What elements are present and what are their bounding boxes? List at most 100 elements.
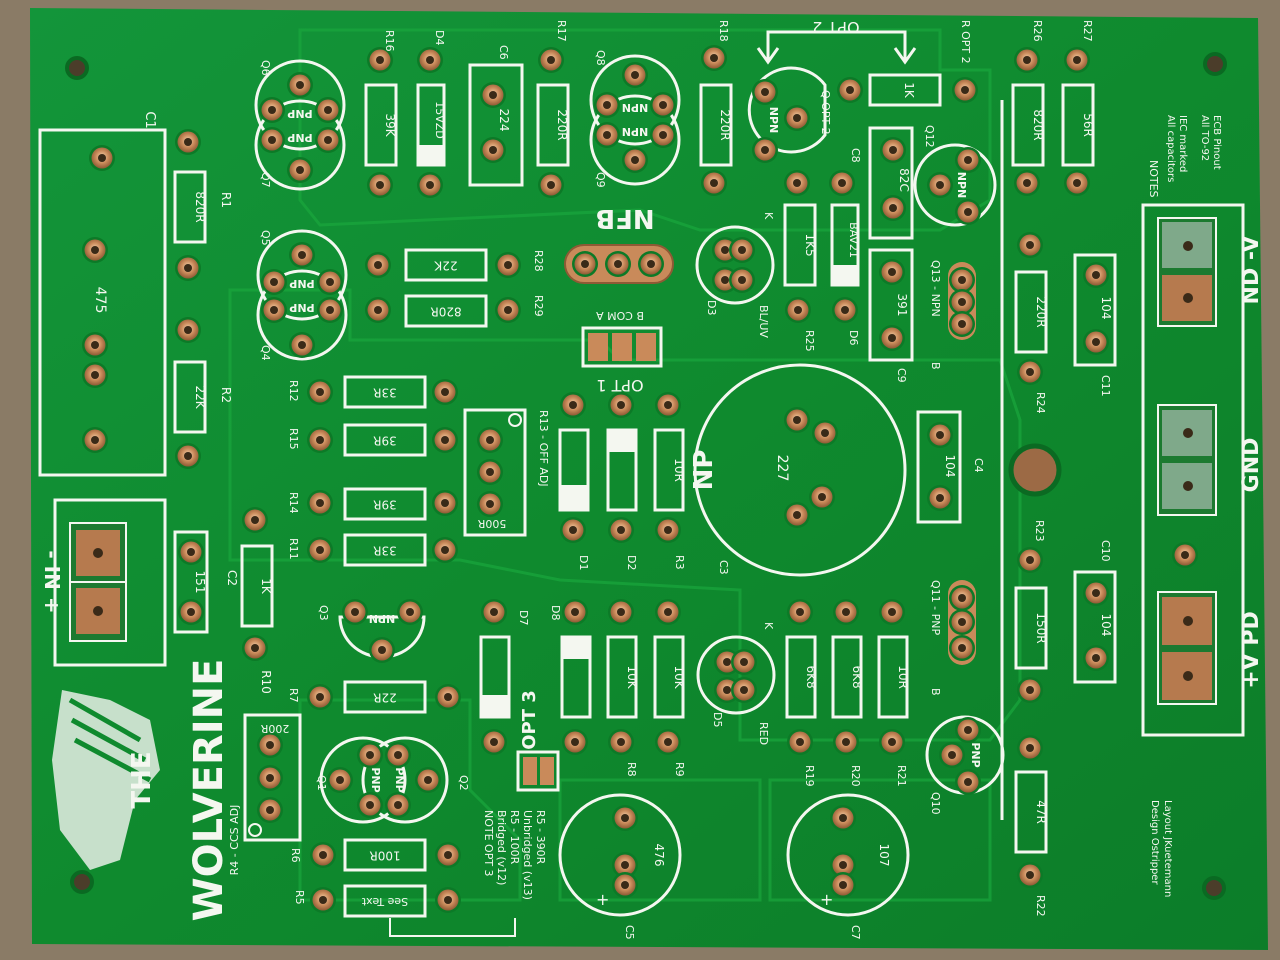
q11-b-label: B — [929, 688, 942, 696]
q12-transistor: NPN Q12 — [913, 125, 997, 227]
c4-ref: C4 — [972, 458, 985, 473]
r29-resistor: 820R R29 — [365, 294, 545, 328]
r22-value: 47R — [1034, 800, 1048, 824]
c1-ref: C1 — [142, 111, 157, 128]
r28-resistor: 22K R28 — [365, 248, 545, 282]
r20-ref: R20 — [849, 765, 862, 787]
r23-resistor: R23 150R — [1014, 520, 1048, 703]
c5-ref: C5 — [623, 925, 636, 940]
d7-ref: D7 — [517, 610, 530, 625]
d6-diode: BAV21 D6 — [830, 203, 860, 345]
r14-resistor: 39R R14 — [287, 487, 458, 521]
opt3-note-line1: NOTE OPT 3 — [482, 810, 495, 877]
d2-ref: D2 — [625, 555, 638, 570]
input-label: - IN + — [40, 550, 64, 613]
r19-value: 6K8 — [804, 665, 818, 688]
r26-value: 820R — [1031, 109, 1045, 140]
r5-resistor: See Text R5 — [293, 884, 516, 937]
c9-ref: C9 — [895, 368, 908, 383]
q-opt2-transistor: NPN Q OPT 2 — [747, 66, 832, 163]
r21-resistor: 10R R21 — [877, 599, 910, 787]
c3-ref: C3 — [717, 560, 730, 575]
c5-capacitor: 476 + C5 — [558, 793, 682, 940]
power-v-minus-label: ND -V — [1239, 236, 1264, 305]
r15-value: 39R — [373, 434, 397, 448]
logo-wolverine: WOLVERINE — [186, 659, 232, 922]
r21-ref: R21 — [895, 765, 908, 787]
r15-ref: R15 — [287, 428, 300, 450]
r23-ref: R23 — [1033, 520, 1046, 542]
r19-resistor: 6K8 R19 — [785, 599, 818, 787]
r12-ref: R12 — [287, 380, 300, 402]
q3-ref: Q3 — [317, 605, 330, 621]
c6-capacitor: 224 C6 — [468, 45, 524, 187]
r25-ref: R25 — [803, 330, 816, 352]
r24-ref: R24 — [1034, 392, 1047, 414]
c8-value: 82C — [897, 168, 911, 192]
q5-type: PNP — [289, 277, 314, 290]
r10-value: 1K — [259, 578, 273, 595]
r9-ref: R9 — [673, 762, 686, 777]
d5-color-label: RED — [757, 722, 770, 745]
nfb-label: NFB — [595, 203, 654, 233]
r7-ref: R7 — [287, 688, 300, 703]
r13-label: R13 - OFF ADJ — [537, 410, 550, 487]
r14-ref: R14 — [287, 492, 300, 514]
q8-ref: Q8 — [594, 50, 607, 66]
r18-ref: R18 — [717, 20, 730, 42]
c6-value: 224 — [497, 109, 511, 132]
r6-resistor: 100R R6 — [289, 838, 461, 872]
r11-ref: R11 — [287, 538, 300, 560]
opt3-note-line2: Bridged (v12) — [495, 810, 508, 885]
q7-type: PNP — [287, 131, 312, 144]
c2-value: 151 — [193, 571, 207, 594]
r5-ref: R5 — [293, 890, 306, 905]
r23-value: 150R — [1034, 612, 1048, 643]
r4-trimmer: 200R R4 - CCS ADJ — [228, 713, 302, 875]
c2-capacitor: 151 C2 — [173, 530, 239, 634]
q1-ref: Q1 — [315, 775, 328, 791]
r11-resistor: 33R R11 — [287, 533, 458, 567]
q9-ref: Q9 — [594, 172, 607, 188]
r18-resistor: 220R R18 — [699, 20, 733, 196]
q4-type: PNP — [289, 301, 314, 314]
c9-capacitor: 391 C9 — [868, 248, 914, 383]
c11-capacitor: 104 C11 — [1073, 253, 1117, 397]
q10-type: PNP — [969, 742, 982, 767]
nfb-header: NFB — [564, 203, 674, 284]
opt1-label: OPT 1 — [596, 376, 643, 395]
q7-ref: Q7 — [259, 172, 272, 188]
opt3-jumper: OPT 3 — [516, 690, 560, 792]
r16-ref: R16 — [383, 30, 396, 52]
c7-value: 107 — [877, 844, 891, 867]
input-connector: - IN + — [40, 498, 167, 667]
d6-value: BAV21 — [847, 222, 860, 258]
r14-value: 39R — [373, 498, 397, 512]
q3-type: NPN — [369, 612, 395, 625]
q5-q4-pair: PNP PNP Q5 Q4 — [256, 229, 348, 361]
r13-trimmer: 500R R13 - OFF ADJ — [463, 408, 550, 537]
d3-color-label: BL/UV — [757, 305, 770, 338]
q10-transistor: PNP Q10 — [925, 715, 1005, 815]
r1-ref: R1 — [219, 192, 233, 208]
r28-ref: R28 — [532, 250, 545, 272]
c3-value: 227 — [774, 455, 790, 482]
d3-led: K D3 BL/UV — [695, 212, 775, 338]
r9-value: 10K — [672, 665, 686, 689]
c2-ref: C2 — [225, 570, 239, 586]
r12-resistor: 33R R12 — [287, 375, 458, 409]
r2-ref: R2 — [219, 387, 233, 403]
q-opt2-type: NPN — [767, 107, 780, 133]
q1-type: PNP — [369, 767, 382, 792]
r25-resistor: 1K5 R25 — [783, 203, 817, 352]
r2-resistor: 22K R2 — [173, 317, 233, 469]
r17-resistor: 220R R17 — [536, 20, 570, 198]
r9-resistor: 10K R9 — [653, 599, 686, 777]
r10-ref: R10 — [259, 670, 273, 694]
r26-resistor: 820R R26 — [1011, 20, 1045, 196]
r10-resistor: 1K R10 — [240, 507, 274, 694]
r17-ref: R17 — [555, 20, 568, 42]
d3-k-label: K — [762, 212, 775, 220]
r22-ref: R22 — [1034, 895, 1047, 917]
opt1-pins-label: B COM A — [596, 309, 644, 322]
